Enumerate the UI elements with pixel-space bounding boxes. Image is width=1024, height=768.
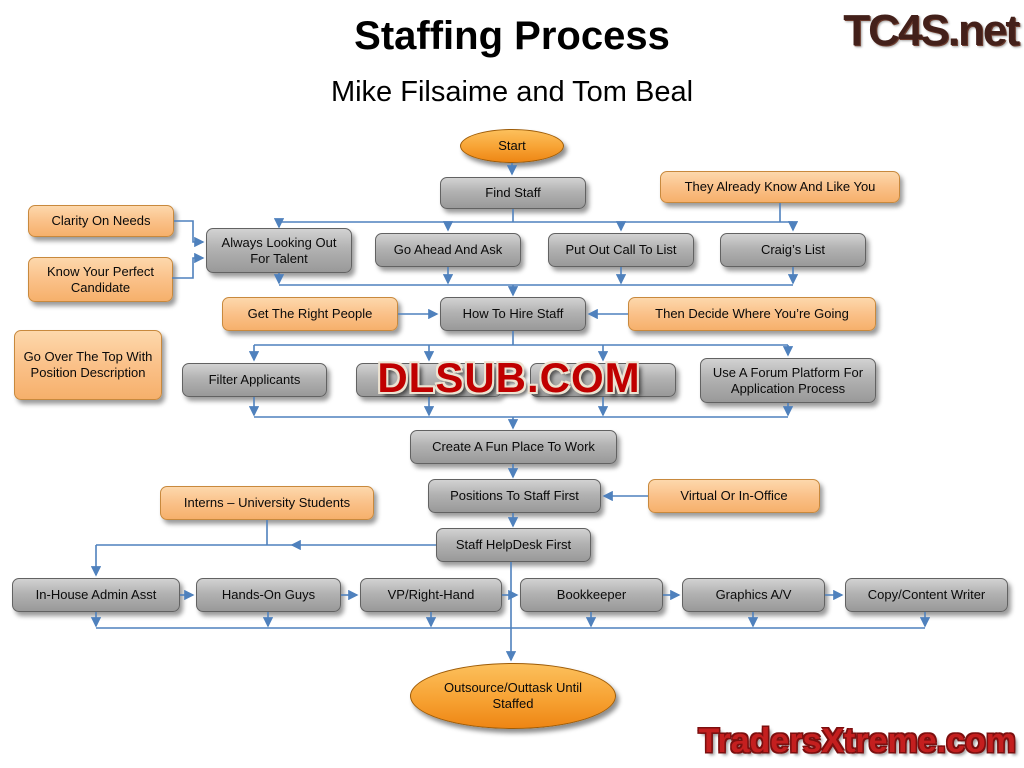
- node-craigs-list: Craig’s List: [720, 233, 866, 267]
- node-find-staff: Find Staff: [440, 177, 586, 209]
- node-virtual-or-office: Virtual Or In-Office: [648, 479, 820, 513]
- node-vp-right-hand: VP/Right-Hand: [360, 578, 502, 612]
- node-then-decide: Then Decide Where You’re Going: [628, 297, 876, 331]
- node-forum-platform: Use A Forum Platform For Application Pro…: [700, 358, 876, 403]
- node-go-ahead-and-ask: Go Ahead And Ask: [375, 233, 521, 267]
- node-positions-first: Positions To Staff First: [428, 479, 601, 513]
- node-copy-writer: Copy/Content Writer: [845, 578, 1008, 612]
- node-fun-place: Create A Fun Place To Work: [410, 430, 617, 464]
- node-know-your-perfect: Know Your Perfect Candidate: [28, 257, 173, 302]
- node-outsource: Outsource/Outtask Until Staffed: [410, 663, 616, 729]
- node-bookkeeper: Bookkeeper: [520, 578, 663, 612]
- node-obscured-left: [356, 363, 502, 397]
- node-put-out-call: Put Out Call To List: [548, 233, 694, 267]
- node-obscured-right: [530, 363, 676, 397]
- node-interns: Interns – University Students: [160, 486, 374, 520]
- node-start: Start: [460, 129, 564, 163]
- dlsub-watermark: DLSUB.COM: [377, 354, 641, 401]
- node-how-to-hire: How To Hire Staff: [440, 297, 586, 331]
- node-inhouse-admin: In-House Admin Asst: [12, 578, 180, 612]
- page-title: Staffing Process: [354, 14, 670, 58]
- node-graphics-av: Graphics A/V: [682, 578, 825, 612]
- node-helpdesk-first: Staff HelpDesk First: [436, 528, 591, 562]
- node-they-already-know: They Already Know And Like You: [660, 171, 900, 203]
- node-get-right-people: Get The Right People: [222, 297, 398, 331]
- tradersxtreme-watermark: TradersXtreme.com: [698, 722, 1017, 760]
- node-always-looking: Always Looking Out For Talent: [206, 228, 352, 273]
- node-hands-on: Hands-On Guys: [196, 578, 341, 612]
- tc4s-logo: TC4S.net: [843, 6, 1020, 55]
- node-clarity-on-needs: Clarity On Needs: [28, 205, 174, 237]
- node-filter-applicants: Filter Applicants: [182, 363, 327, 397]
- node-go-over-top: Go Over The Top With Position Descriptio…: [14, 330, 162, 400]
- page-subtitle: Mike Filsaime and Tom Beal: [330, 76, 694, 108]
